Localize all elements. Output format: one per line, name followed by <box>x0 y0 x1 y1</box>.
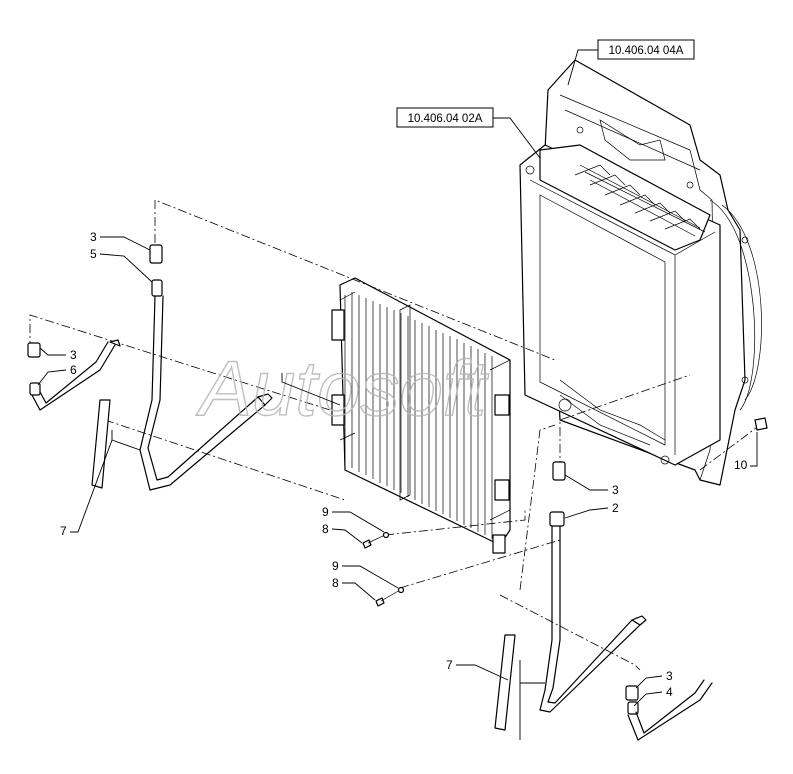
callout-4: 4 <box>666 685 673 699</box>
oil-line-right <box>494 461 713 741</box>
callout-3: 3 <box>90 230 97 244</box>
oil-cooler-core <box>331 277 511 554</box>
callout-8: 8 <box>332 576 339 590</box>
oil-line-left <box>27 244 273 491</box>
reference-label: 10.406.04 04A <box>609 45 684 57</box>
callout-2: 2 <box>612 501 619 515</box>
watermark-text: Autosoft <box>196 344 490 432</box>
assembly-centerlines <box>29 199 761 671</box>
callout-3: 3 <box>70 348 77 362</box>
callout-10: 10 <box>734 458 748 472</box>
callout-6: 6 <box>70 363 77 377</box>
reference-ref-b: 10.406.04 02A <box>396 107 541 159</box>
callouts: 3 5 3 6 7 3 2 9 8 9 8 10 <box>37 230 758 740</box>
radiator-frame <box>519 144 721 466</box>
callout-9: 9 <box>322 505 329 519</box>
callout-9: 9 <box>332 559 339 573</box>
callout-5: 5 <box>90 247 97 261</box>
callout-7: 7 <box>446 658 453 672</box>
callout-7: 7 <box>60 524 67 538</box>
callout-3: 3 <box>666 669 673 683</box>
reference-label: 10.406.04 02A <box>408 113 483 125</box>
fasteners <box>362 417 768 607</box>
reference-ref-a: 10.406.04 04A <box>567 39 695 86</box>
callout-8: 8 <box>322 522 329 536</box>
callout-3: 3 <box>612 483 619 497</box>
